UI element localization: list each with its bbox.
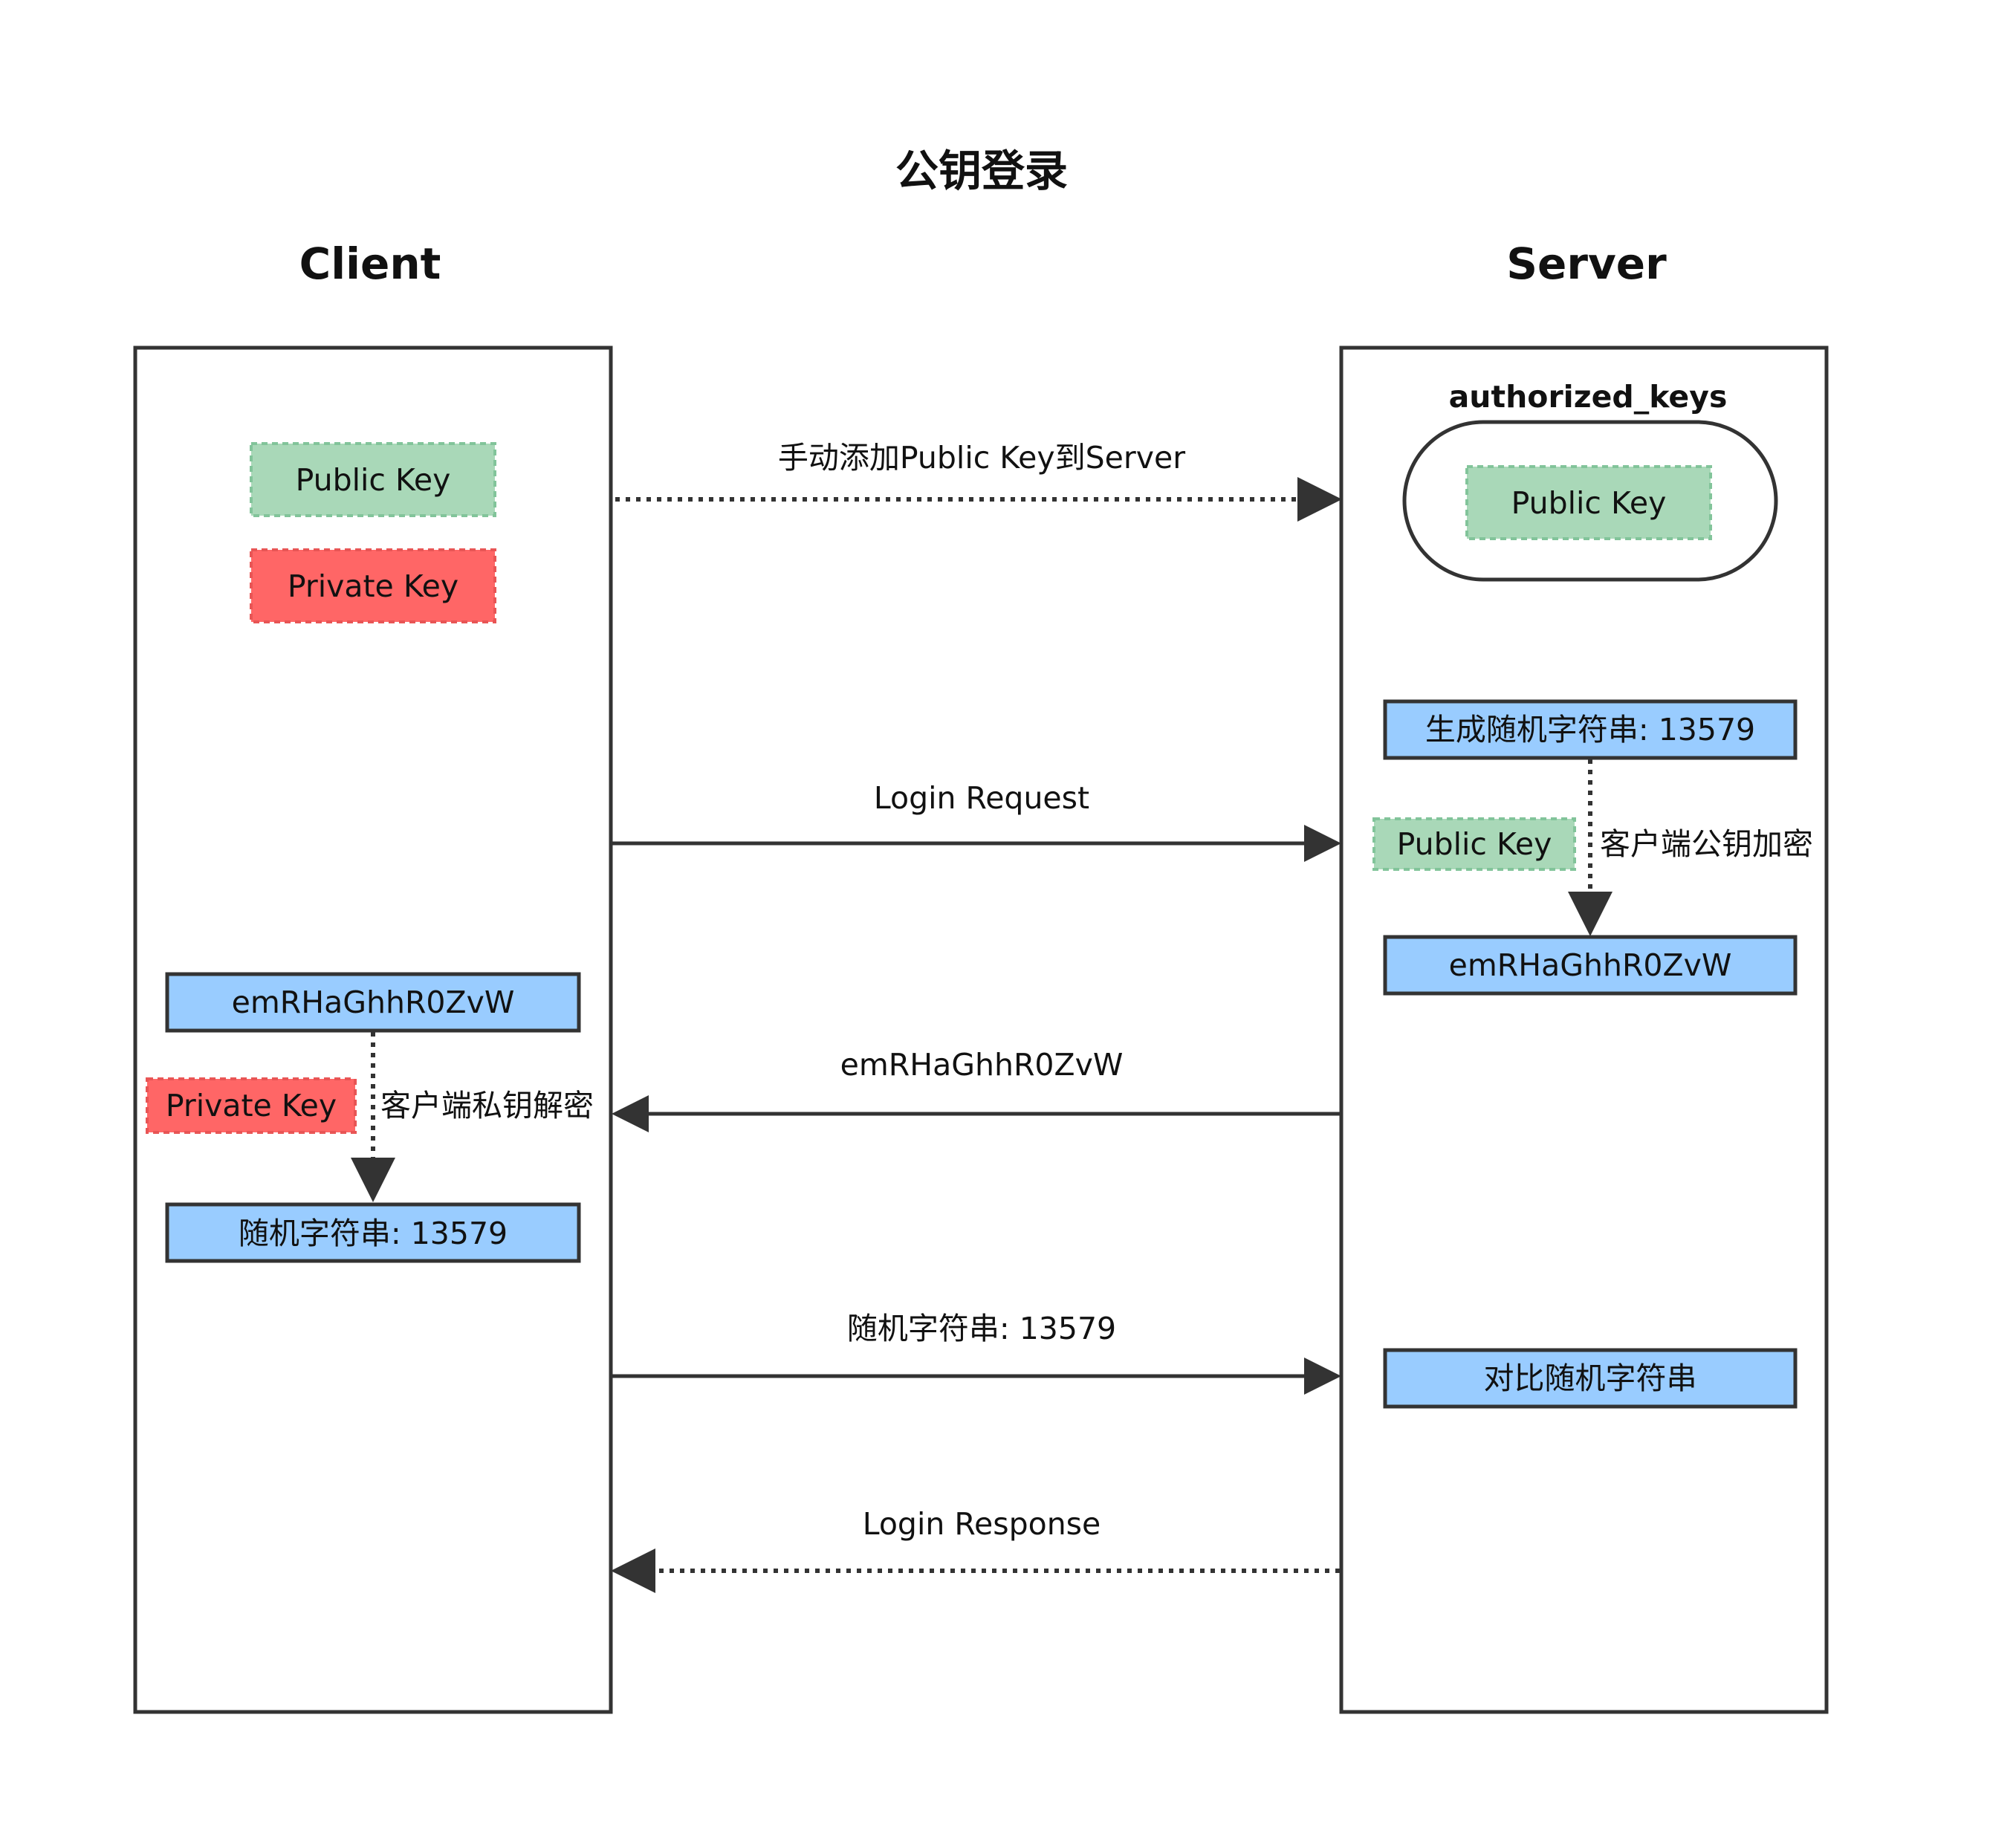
message-label-login-response: Login Response: [863, 1506, 1101, 1542]
client-encrypted-string-label: emRHaGhhR0ZvW: [232, 985, 515, 1020]
server-encrypt-public-key: Public Key: [1372, 817, 1576, 871]
message-label-add-public-key: 手动添加Public Key到Server: [778, 440, 1185, 476]
client-decrypted-string: 随机字符串: 13579: [165, 1202, 581, 1263]
server-compare-string-label: 对比随机字符串: [1484, 1360, 1697, 1396]
message-label-random-string: 随机字符串: 13579: [847, 1311, 1116, 1346]
message-label-login-request: Login Request: [874, 780, 1089, 816]
server-encrypted-string: emRHaGhhR0ZvW: [1383, 935, 1798, 996]
server-generated-string: 生成随机字符串: 13579: [1383, 699, 1798, 760]
server-generated-string-label: 生成随机字符串: 13579: [1425, 712, 1755, 747]
client-lane-title: Client: [299, 239, 441, 289]
client-decrypt-note: 客户端私钥解密: [380, 1088, 594, 1123]
message-label-encrypted-string: emRHaGhhR0ZvW: [840, 1047, 1124, 1083]
server-compare-string: 对比随机字符串: [1383, 1348, 1798, 1409]
server-encrypt-note: 客户端公钥加密: [1600, 826, 1813, 862]
server-encrypt-public-key-label: Public Key: [1397, 826, 1552, 862]
server-stored-public-key: Public Key: [1465, 465, 1712, 540]
client-decrypt-private-key-label: Private Key: [166, 1088, 337, 1123]
server-encrypted-string-label: emRHaGhhR0ZvW: [1449, 947, 1732, 983]
client-public-key-label: Public Key: [296, 462, 451, 498]
server-lane-title: Server: [1506, 239, 1667, 289]
client-private-key: Private Key: [250, 548, 496, 623]
diagram-title: 公钥登录: [895, 146, 1068, 196]
client-private-key-label: Private Key: [288, 568, 458, 604]
authorized-keys-label: authorized_keys: [1449, 379, 1728, 415]
client-encrypted-string: emRHaGhhR0ZvW: [165, 972, 581, 1033]
server-stored-public-key-label: Public Key: [1511, 485, 1667, 521]
client-public-key: Public Key: [250, 442, 496, 517]
client-decrypted-string-label: 随机字符串: 13579: [239, 1216, 508, 1251]
client-decrypt-private-key: Private Key: [146, 1077, 357, 1134]
